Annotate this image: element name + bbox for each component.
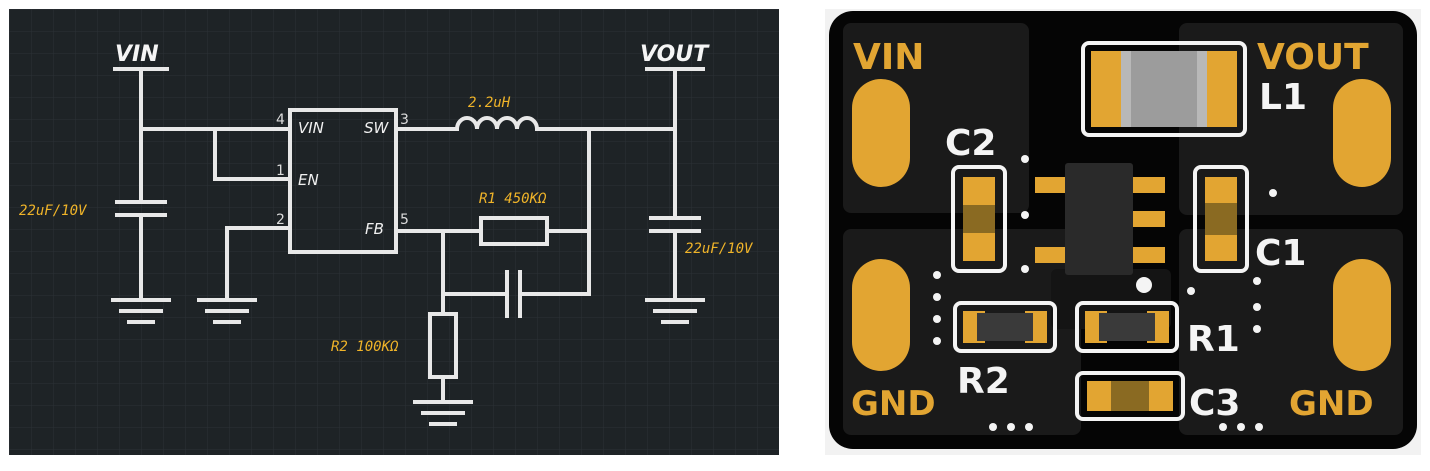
resistor-r1-label: R1 450KΩ — [479, 191, 547, 207]
gnd-pad-label-left: GND — [851, 384, 936, 424]
gnd-pad-right — [1333, 259, 1391, 371]
pin-number-2: 2 — [276, 212, 285, 228]
inductor-l1 — [1081, 41, 1247, 137]
r2-designator: R2 — [957, 361, 1010, 402]
vin-net-symbol: VIN — [113, 42, 169, 203]
c3-designator: C3 — [1189, 383, 1240, 424]
c1-designator: C1 — [1255, 233, 1306, 274]
input-capacitor-value: 22uF/10V — [19, 203, 88, 219]
pin-number-4: 4 — [276, 112, 285, 128]
c2-designator: C2 — [945, 123, 996, 164]
regulator-ic-package — [1035, 163, 1165, 293]
pin-label-en: EN — [298, 171, 319, 189]
capacitor-c2 — [951, 165, 1007, 273]
pin-number-3: 3 — [400, 112, 409, 128]
pin-number-1: 1 — [276, 163, 285, 179]
output-capacitor — [645, 216, 705, 324]
vin-pad — [852, 79, 910, 187]
pin-label-vin: VIN — [298, 119, 324, 137]
pin-label-sw: SW — [364, 119, 390, 137]
input-capacitor — [111, 200, 171, 324]
resistor-r2-footprint — [953, 301, 1057, 353]
ground-symbol-r2 — [413, 400, 473, 426]
gnd-pad-left — [852, 259, 910, 371]
gnd-pad-label-right: GND — [1289, 384, 1374, 424]
pin-label-fb: FB — [365, 220, 384, 238]
vout-net-label: VOUT — [640, 42, 710, 67]
l1-designator: L1 — [1259, 77, 1307, 118]
inductor — [454, 116, 540, 132]
resistor-r1-footprint — [1075, 301, 1179, 353]
pin-number-5: 5 — [400, 212, 409, 228]
capacitor-c3 — [1075, 371, 1185, 421]
via-holes — [933, 155, 1277, 431]
output-capacitor-value: 22uF/10V — [685, 241, 754, 257]
capacitor-c1 — [1193, 165, 1249, 273]
inductor-value: 2.2uH — [468, 95, 511, 111]
r1-designator: R1 — [1187, 319, 1240, 360]
vin-net-label: VIN — [115, 42, 159, 67]
vout-pad — [1333, 79, 1391, 187]
vin-pad-label: VIN — [853, 37, 924, 78]
resistor-r2-label: R2 100KΩ — [331, 339, 399, 355]
vout-net-symbol: VOUT — [640, 42, 710, 219]
pcb-layout: VIN VOUT GND GND L1 C2 C1 — [825, 9, 1421, 455]
vout-pad-label: VOUT — [1257, 37, 1369, 78]
regulator-ic — [288, 108, 398, 254]
ground-symbol-ic — [197, 298, 257, 324]
schematic-diagram: VIN 22uF/10V 4 VIN 1 EN 2 3 SW 5 FB 2.2u… — [9, 9, 779, 455]
